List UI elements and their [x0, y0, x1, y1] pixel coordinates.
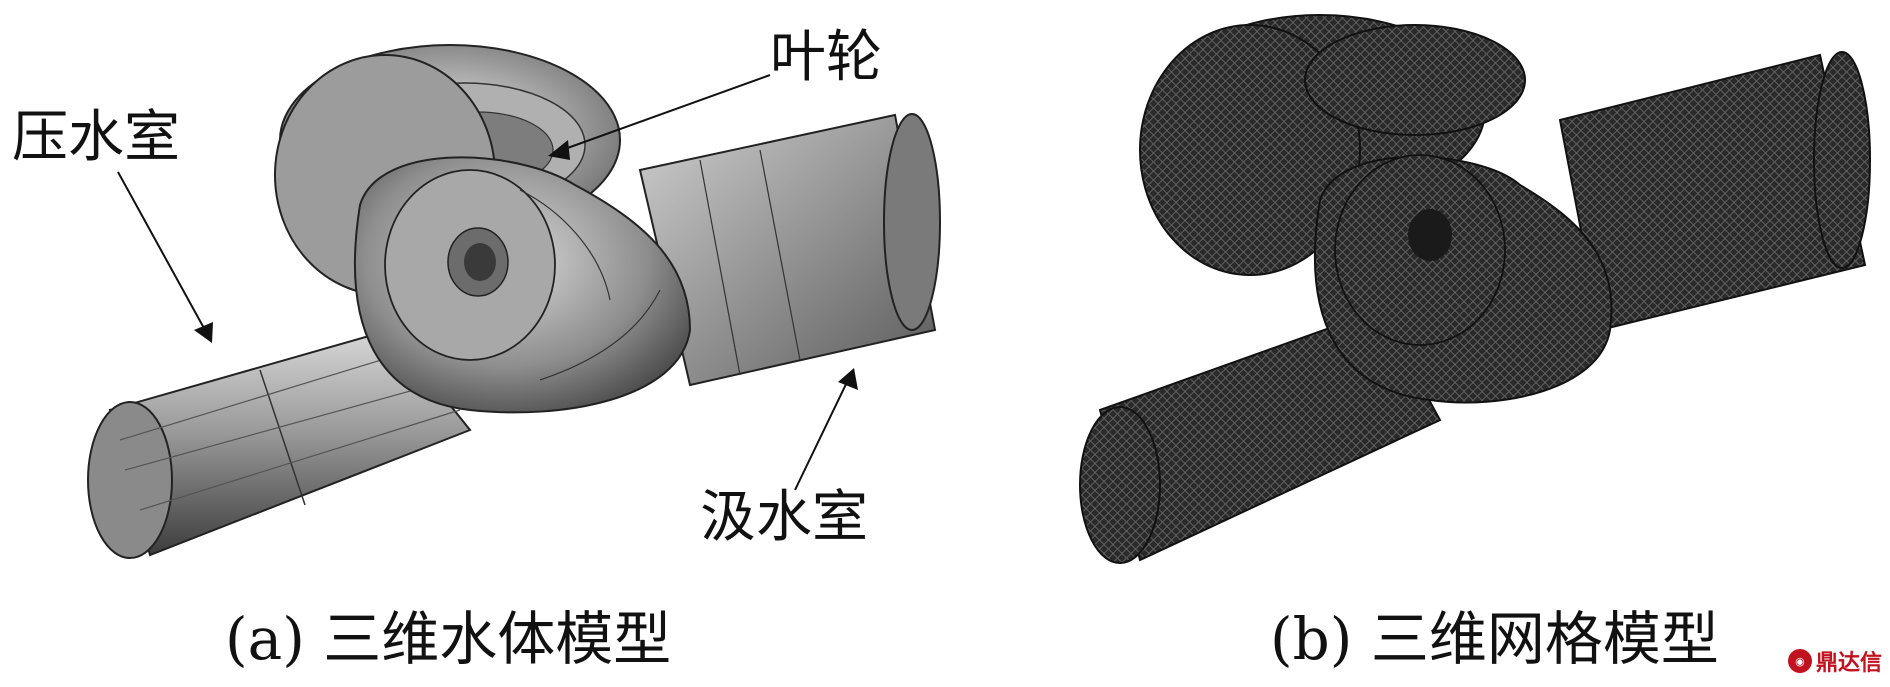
- discharge-pipe: [87, 328, 472, 559]
- brand-logo-icon: ◉: [1787, 649, 1812, 673]
- mesh-suction-pipe: [1558, 51, 1871, 332]
- suction-pipe: [638, 113, 941, 387]
- leader-suction-chamber: [794, 368, 858, 491]
- volute-casing: [353, 156, 692, 414]
- mesh-discharge-pipe: [1079, 308, 1442, 564]
- watermark-text: 鼎达信: [1815, 651, 1882, 676]
- pump-solid-model-figure: [87, 44, 941, 559]
- caption-mesh-model: (b) 三维网格模型: [1270, 605, 1719, 673]
- watermark: ◉ 鼎达信: [1787, 645, 1882, 677]
- label-impeller: 叶轮: [770, 25, 882, 90]
- leader-impeller: [548, 74, 771, 160]
- panel-solid-model: 叶轮 压水室 汲水室 (a) 三维水体模型: [12, 25, 941, 673]
- panel-mesh-model: (b) 三维网格模型 ◉ 鼎达信: [960, 0, 1890, 687]
- label-suction-chamber: 汲水室: [700, 485, 868, 550]
- pump-mesh-model-figure: [1079, 14, 1871, 564]
- caption-solid-model: (a) 三维水体模型: [225, 605, 672, 673]
- label-pressure-chamber: 压水室: [12, 105, 180, 170]
- mesh-volute-casing: [1313, 154, 1613, 404]
- leader-pressure-chamber: [117, 171, 213, 343]
